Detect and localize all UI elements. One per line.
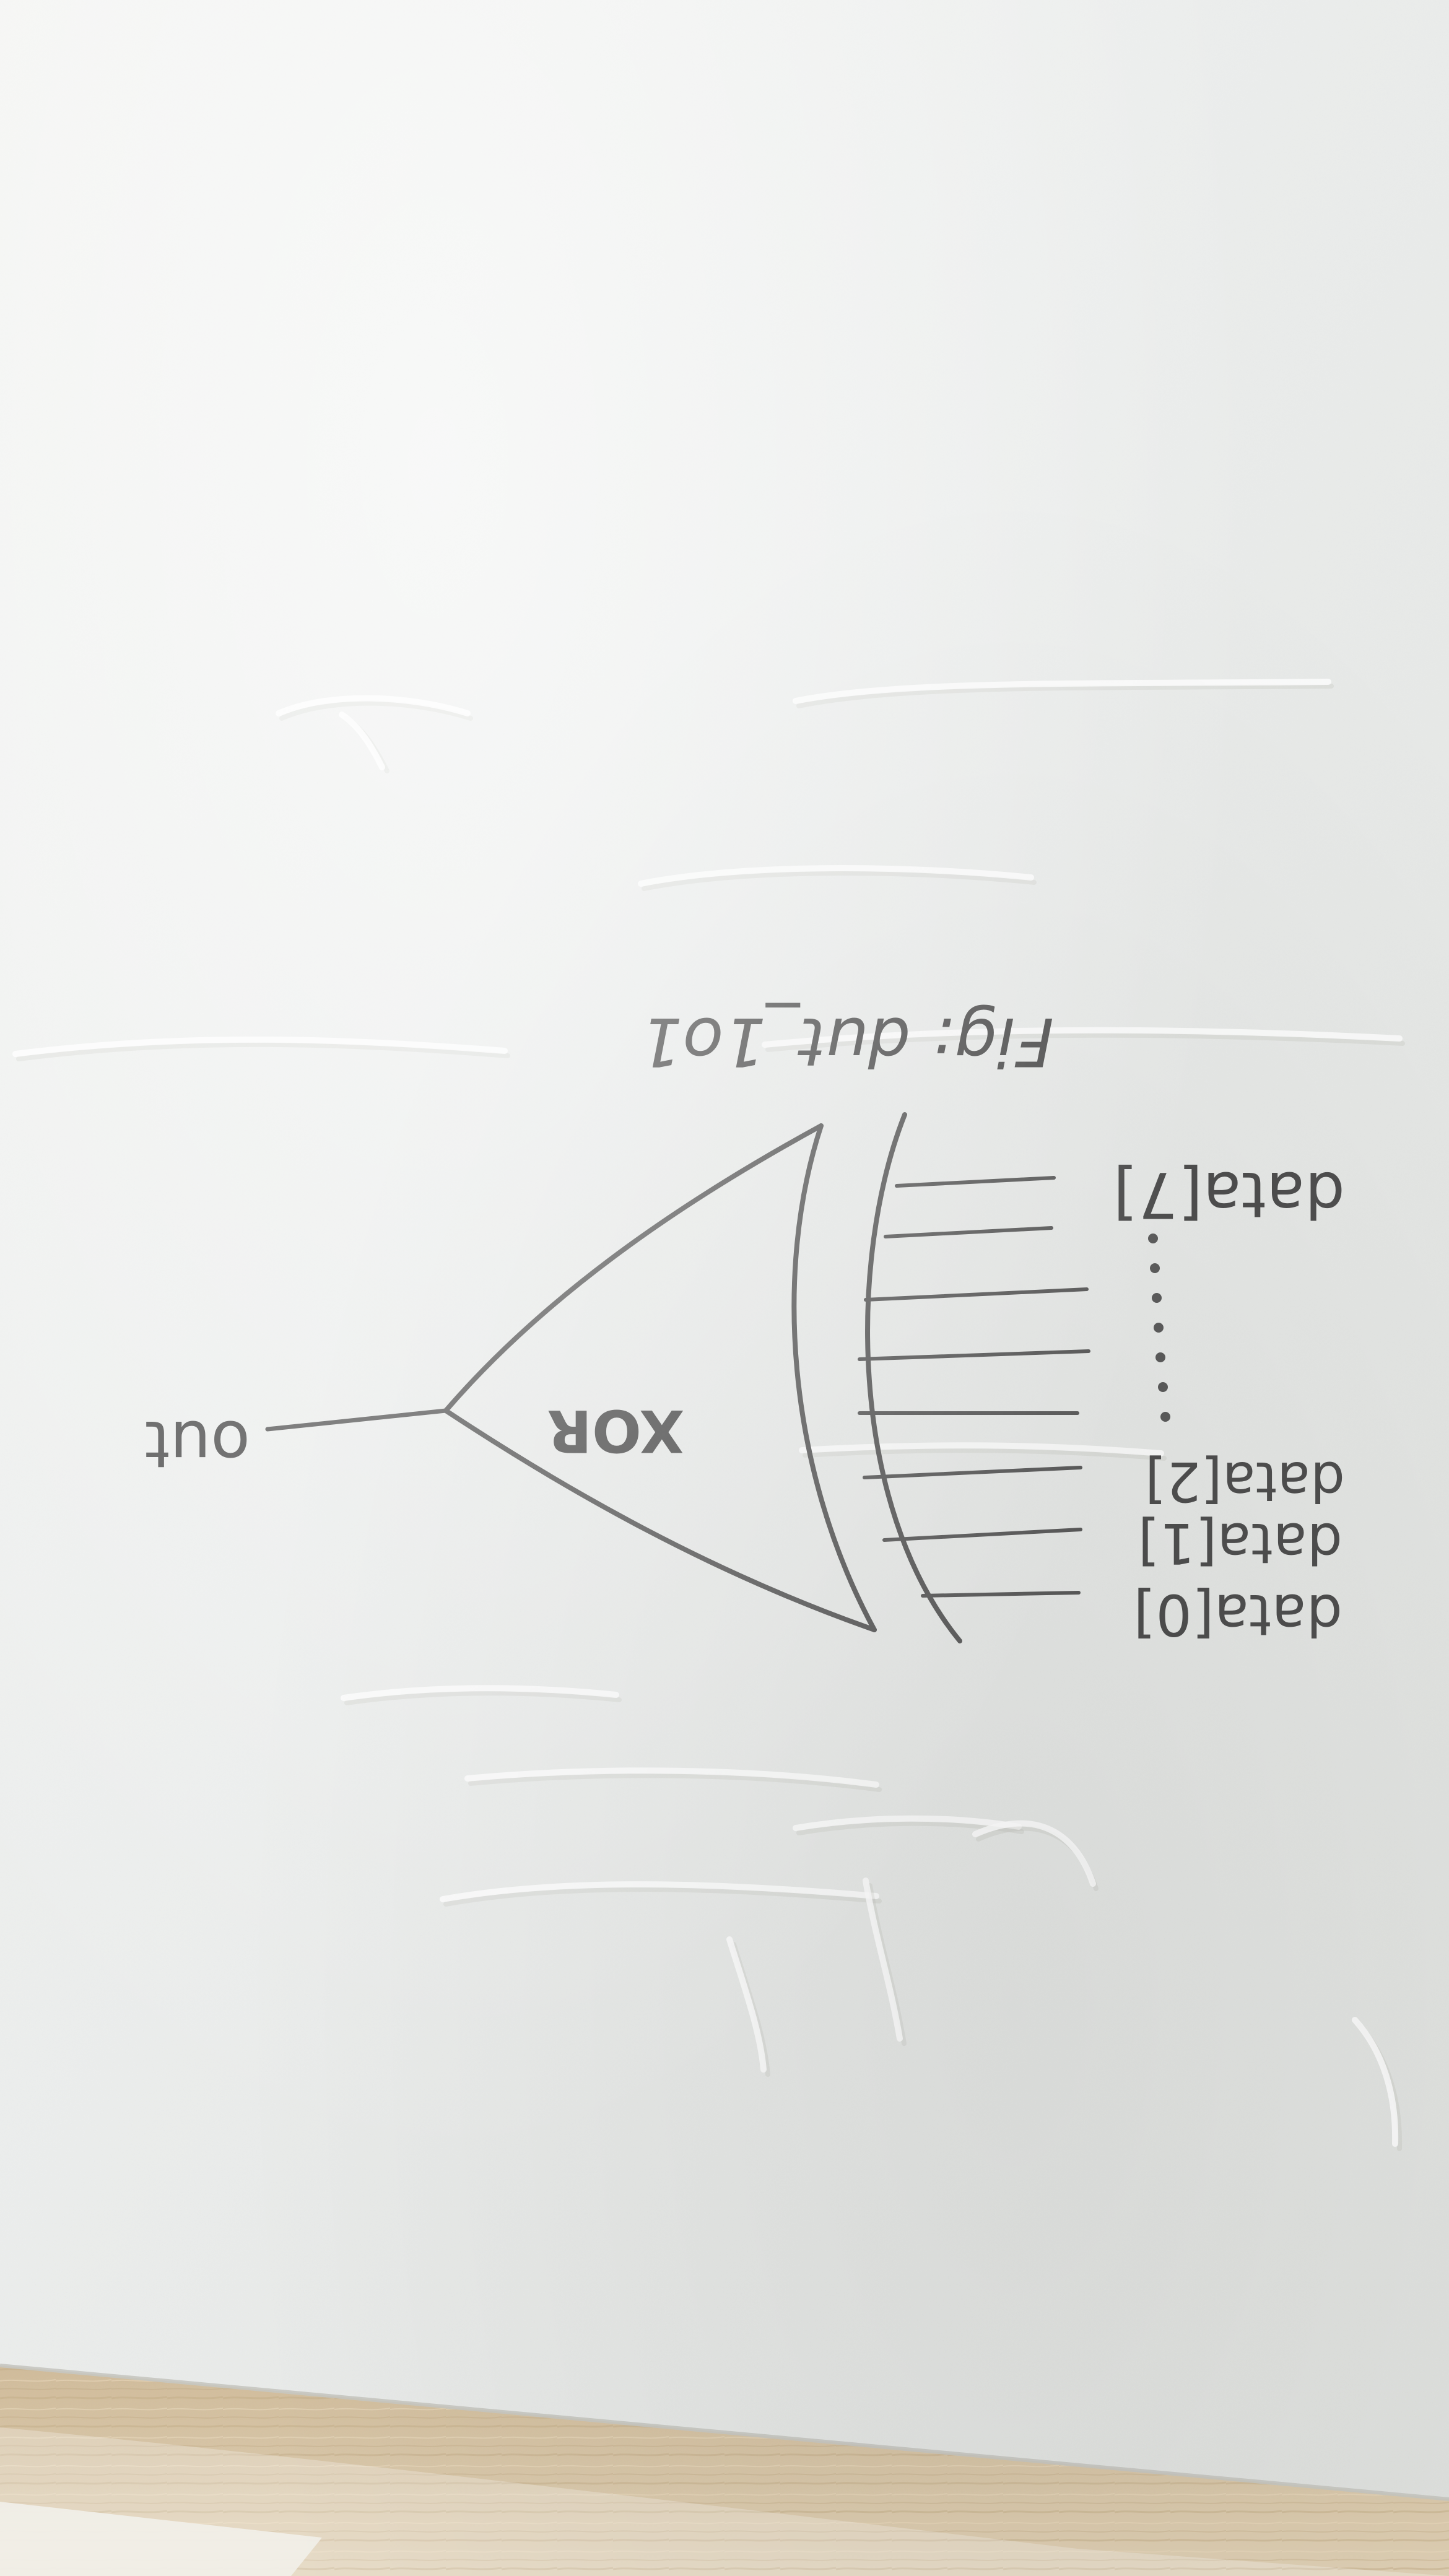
input-label-data-1: data[1] bbox=[1138, 1510, 1342, 1575]
input-label-data-2: data[2] bbox=[1145, 1450, 1345, 1513]
paper-texture bbox=[0, 0, 1449, 2499]
output-label: out bbox=[145, 1406, 250, 1482]
input-label-data-0: data[0] bbox=[1133, 1582, 1342, 1648]
xor-gate-label: XOR bbox=[547, 1396, 684, 1464]
diagram-caption: Fig: dut_1o1 bbox=[640, 1003, 1054, 1080]
input-label-data-7: data[7] bbox=[1113, 1157, 1345, 1231]
